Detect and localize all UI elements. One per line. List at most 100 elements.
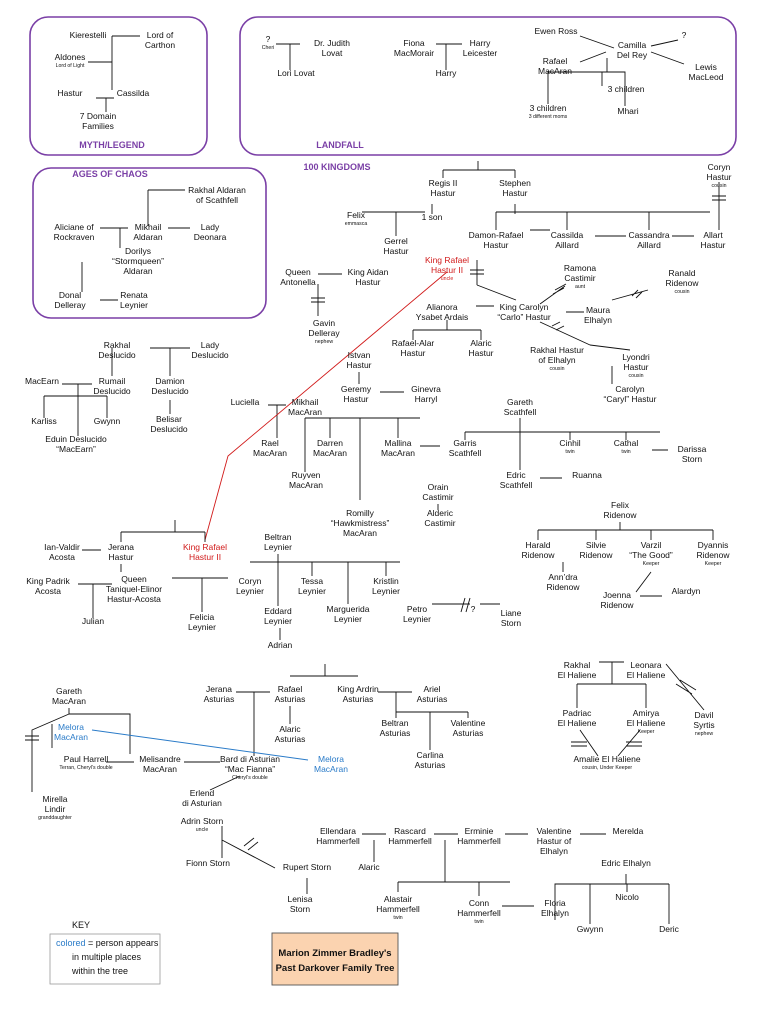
person-name-line: Hammerfell (376, 904, 420, 914)
person-name-line: Silvie (586, 540, 607, 550)
person-name-line: Deslucido (98, 350, 136, 360)
person-name-line: El Haliene (627, 670, 666, 680)
person-unknown-landfall: ? (682, 30, 687, 40)
person-name-line: Lovat (322, 48, 343, 58)
person-deric: Deric (659, 924, 680, 934)
person-name-line: Rakhal Hastur (530, 345, 584, 355)
person-name-line: Lady (201, 340, 220, 350)
person-name-line: Asturias (275, 694, 306, 704)
key-title: KEY (72, 920, 90, 930)
person-name-line: Leynier (264, 616, 292, 626)
person-note: twin (621, 449, 630, 455)
person-romilly: Romilly“Hawkmistress”MacAran (331, 508, 390, 538)
person-name-line: Felicia (190, 612, 215, 622)
person-name-line: Karliss (31, 416, 57, 426)
person-alardyn: Alardyn (672, 586, 701, 596)
person-name-line: Ridenow (546, 582, 580, 592)
person-name-line: ? (682, 30, 687, 40)
person-name-line: Joenna (603, 590, 631, 600)
person-name-line: Amirya (633, 708, 660, 718)
person-dorilys: Dorilys“Stormqueen”Aldaran (112, 246, 164, 276)
person-name-line: “Carlo” Hastur (497, 312, 551, 322)
person-note: cousin, Under Keeper (582, 765, 632, 771)
person-nicolo: Nicolo (615, 892, 639, 902)
main-title-box: Marion Zimmer Bradley's Past Darkover Fa… (271, 932, 399, 986)
person-name-line: Stephen (499, 178, 531, 188)
person-name-line: Deslucido (191, 350, 229, 360)
person-name-line: Coryn (239, 576, 262, 586)
person-name-line: Melisandre (139, 754, 181, 764)
person-name-line: MacAran (538, 66, 572, 76)
person-name-line: Hastur (502, 188, 527, 198)
person-alaric-h: Alaric (358, 862, 380, 872)
person-name-line: Alardyn (672, 586, 701, 596)
person-name-line: Rael (261, 438, 279, 448)
person-name-line: Mikhail (292, 397, 319, 407)
person-name-line: Lewis (695, 62, 717, 72)
person-note: twin (393, 915, 402, 921)
person-name-line: Ridenow (696, 550, 730, 560)
person-name-line: King Aidan (348, 267, 389, 277)
person-name-line: Elhalyn (541, 908, 569, 918)
person-name-line: Ariel (423, 684, 440, 694)
person-name-line: Dr. Judith (314, 38, 350, 48)
person-note: cousin (629, 373, 644, 379)
person-name-line: MacAran (54, 732, 88, 742)
person-name-line: Ann’dra (548, 572, 578, 582)
person-name-line: Hastur-Acosta (107, 594, 161, 604)
person-name-line: Aillard (555, 240, 579, 250)
person-name-line: 7 Domain (80, 111, 117, 121)
person-name-line: MacAran (52, 696, 86, 706)
person-name-line: Varzil (641, 540, 662, 550)
person-name-line: Rakhal (104, 340, 131, 350)
person-kierestelli: Kierestelli (70, 30, 107, 40)
person-name-line: Lori Lovat (277, 68, 315, 78)
person-name-line: Aldaran (123, 266, 153, 276)
person-note: Keeper (638, 729, 655, 735)
person-name-line: Harryl (415, 394, 438, 404)
person-name-line: Dyannis (698, 540, 729, 550)
person-name-line: Storn (682, 454, 703, 464)
person-bard: Bard di Asturian“Mac Fianna”Cheryl’s dou… (220, 754, 280, 781)
person-note: Lord of Light (56, 63, 85, 69)
person-name-line: Camilla (618, 40, 647, 50)
person-name-line: Asturias (417, 694, 448, 704)
person-name-line: Deric (659, 924, 680, 934)
person-varzil: Varzil“The Good”Keeper (629, 540, 673, 567)
person-name-line: Leynier (334, 614, 362, 624)
person-luciella: Luciella (231, 397, 260, 407)
person-fionn-storn: Fionn Storn (186, 858, 230, 868)
person-name-line: Delleray (308, 328, 340, 338)
person-name-line: Harry (436, 68, 458, 78)
person-karliss: Karliss (31, 416, 57, 426)
person-name-line: Leynier (298, 586, 326, 596)
person-julian: Julian (82, 616, 104, 626)
person-name-line: Davil (695, 710, 714, 720)
person-name-line: di Asturian (182, 798, 222, 808)
person-gwynn-e: Gwynn (577, 924, 604, 934)
person-name-line: Floria (544, 898, 566, 908)
person-name-line: Leynier (264, 542, 292, 552)
connector-lines (25, 35, 726, 924)
person-name-line: Rakhal (564, 660, 591, 670)
person-name-line: Rafael (543, 56, 568, 66)
person-name-line: Syrtis (693, 720, 714, 730)
person-name-line: Gwynn (577, 924, 604, 934)
